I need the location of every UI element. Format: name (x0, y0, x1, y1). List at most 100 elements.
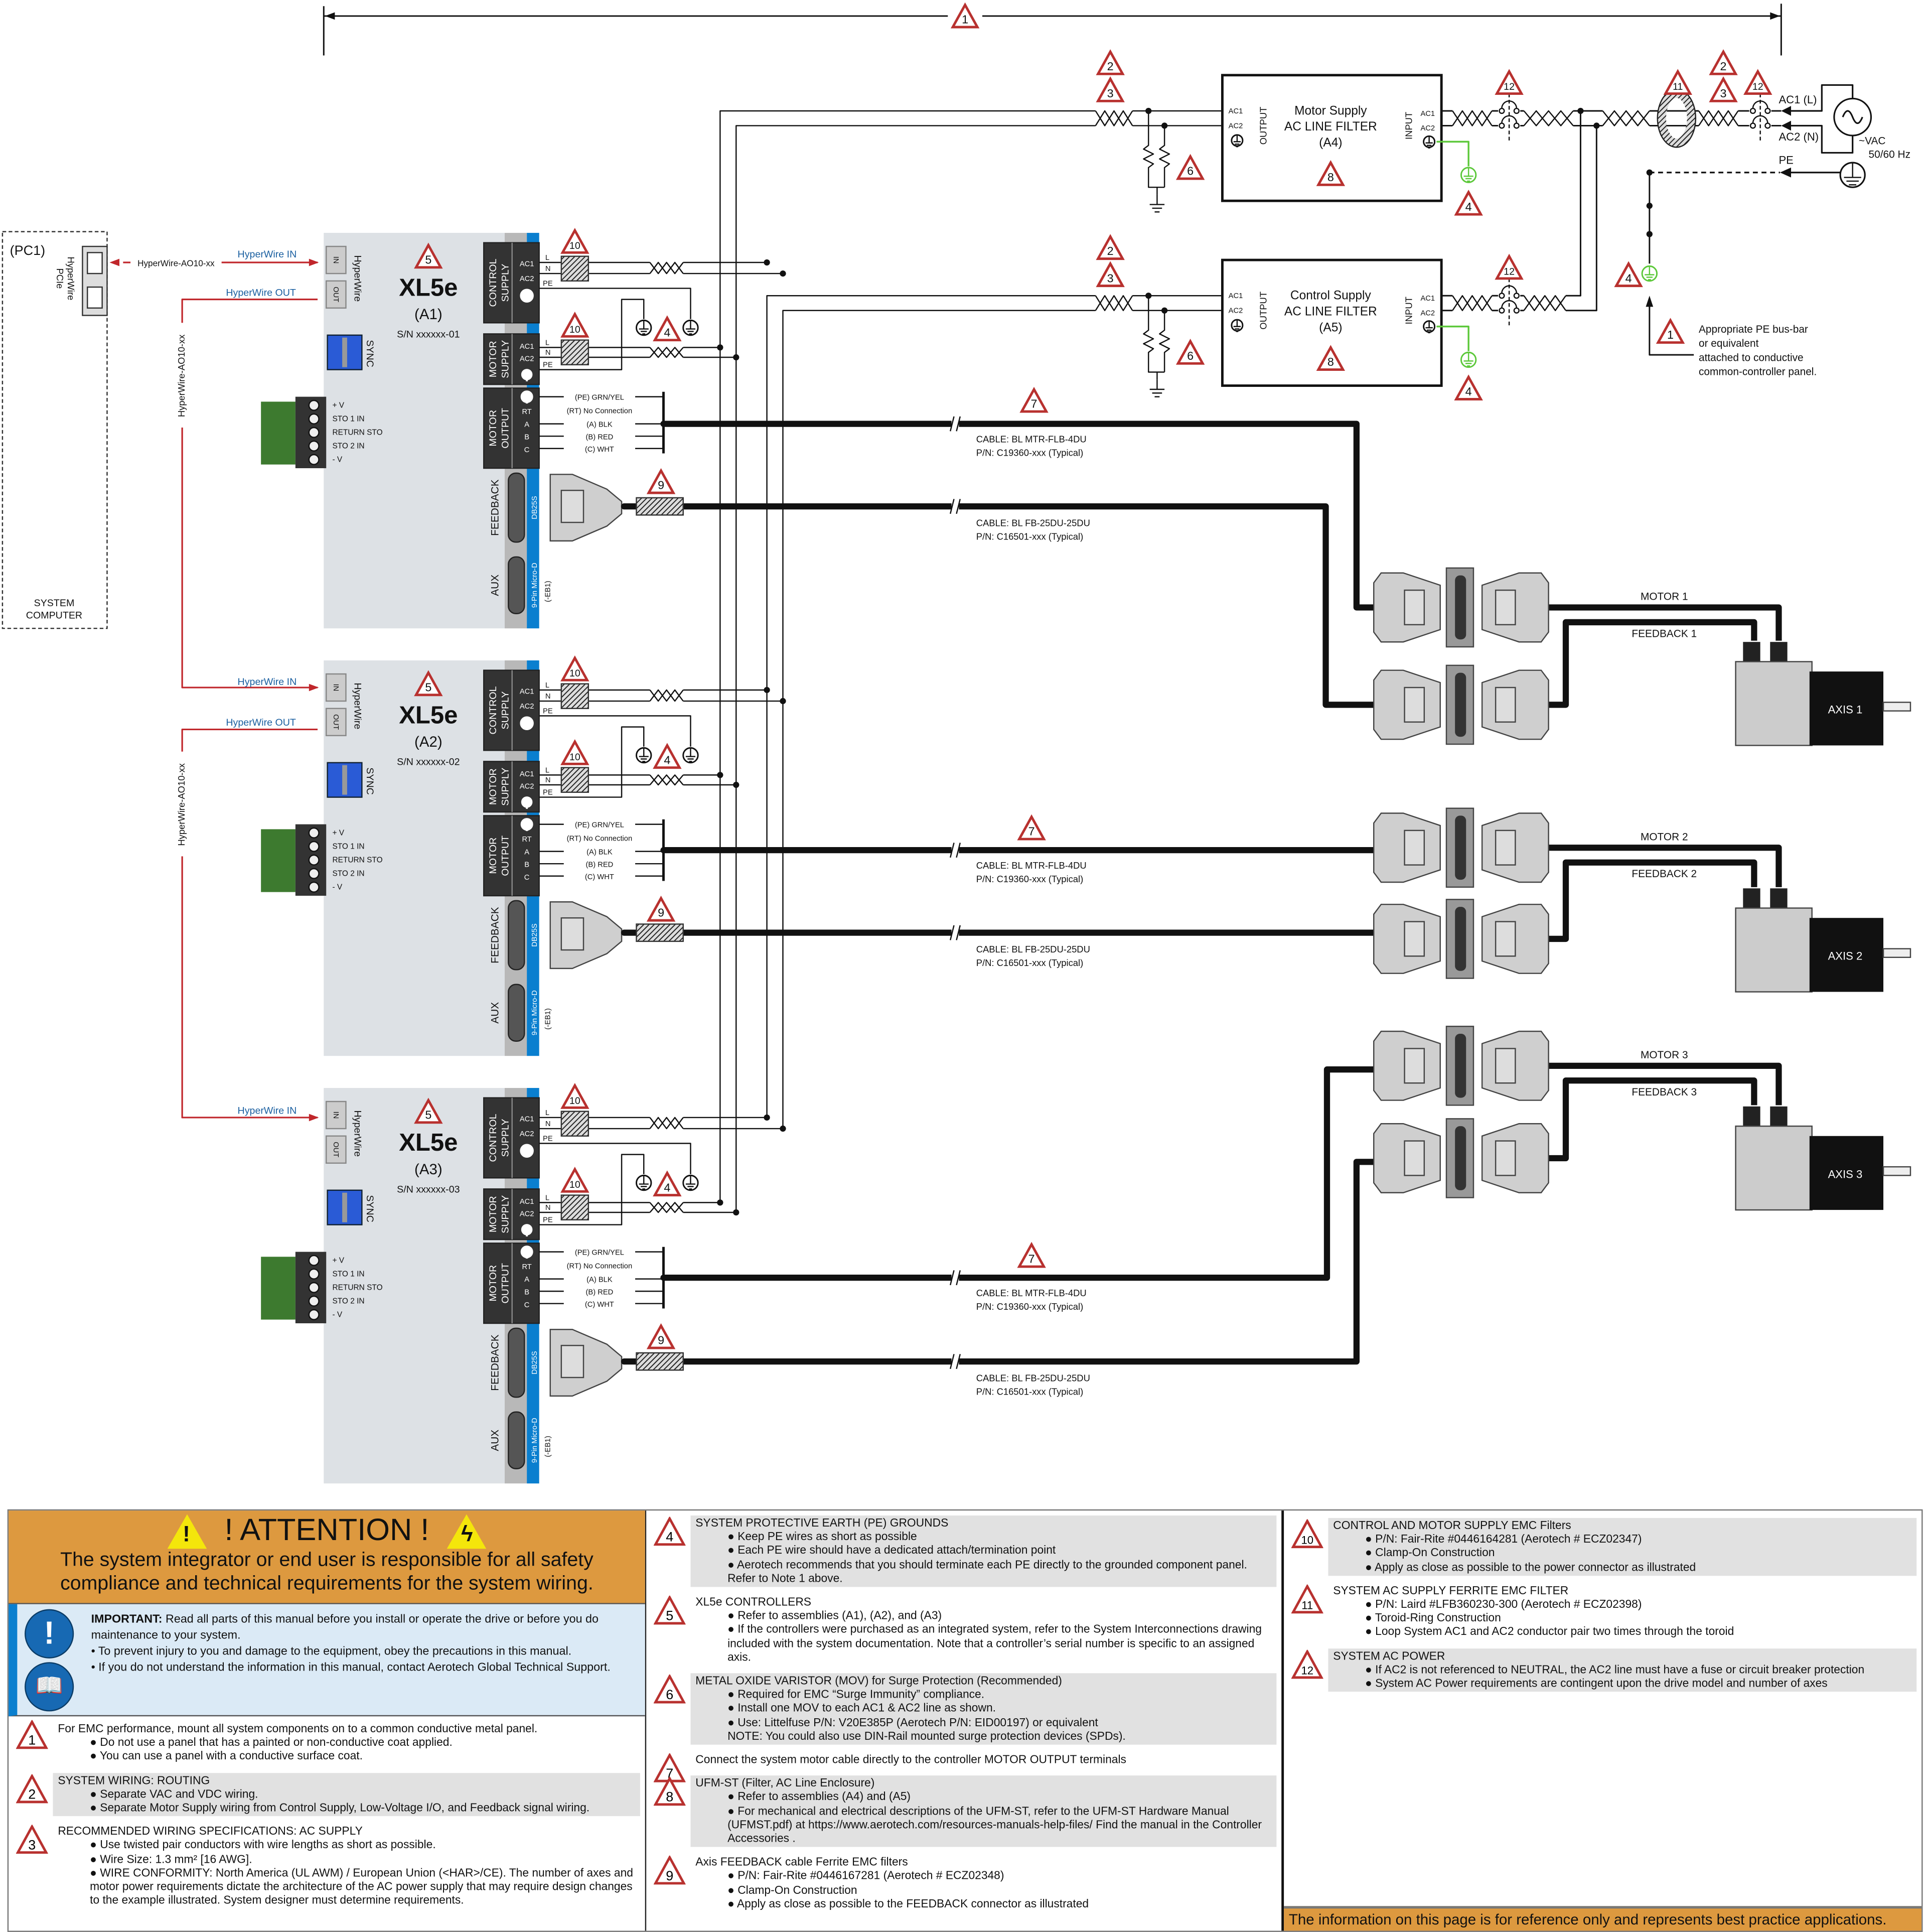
ground-icon (520, 390, 533, 404)
terminal-screw[interactable] (308, 427, 320, 438)
hyperwire-in-port[interactable] (325, 1100, 347, 1130)
terminal-ac1: AC1 (520, 687, 534, 696)
pcie-port-out[interactable] (86, 286, 103, 309)
terminal-screw[interactable] (308, 1268, 320, 1280)
sto-terminal-label: - V (332, 456, 342, 464)
terminal-screw[interactable] (308, 854, 320, 866)
cable-break-icon (949, 1354, 961, 1369)
callout-triangle (1096, 76, 1125, 102)
motor-cable-name: CABLE: BL MTR-FLB-4DU (976, 1288, 1087, 1298)
break-line (956, 416, 961, 432)
eb1-label: (-EB1) (544, 581, 552, 602)
aux-label: AUX (490, 1430, 501, 1451)
callout-triangle (653, 1170, 682, 1197)
aux-connector[interactable] (508, 984, 525, 1042)
aux-connector[interactable] (508, 556, 525, 614)
feedback-db25-connector[interactable] (508, 472, 525, 543)
terminal-screw[interactable] (308, 1282, 320, 1293)
ferrite-filter (560, 255, 589, 282)
controller-id: (A2) (414, 734, 442, 750)
note-title: METAL OXIDE VARISTOR (MOV) for Surge Pro… (695, 1674, 1062, 1687)
hyperwire-cable (181, 299, 318, 688)
motor-connector (1770, 642, 1788, 662)
note-number: 5 (666, 1608, 673, 1623)
callout-number: 2 (1107, 60, 1114, 73)
ac1-label: AC1 (L) (1779, 93, 1817, 106)
ground-icon (1460, 351, 1477, 368)
callout-triangle (1663, 69, 1692, 95)
terminal-block-label: SUPPLY (500, 263, 511, 302)
fuse-contact (1764, 122, 1771, 129)
twisted-pair (1698, 109, 1739, 128)
terminal-screw[interactable] (308, 868, 320, 879)
terminal-screw[interactable] (308, 1309, 320, 1320)
port-label: IN (332, 256, 340, 264)
terminal-a: A (524, 421, 529, 429)
cable-break-icon (949, 499, 961, 514)
twisted-wire (649, 1202, 684, 1213)
callout-triangle (1017, 1241, 1046, 1268)
terminal-ac1: AC1 (520, 770, 534, 778)
backshell-label-area (560, 917, 584, 951)
callout-triangle-icon: 5 (414, 242, 443, 269)
terminal-screw[interactable] (308, 454, 320, 465)
wire-label: N (545, 265, 551, 273)
fuse-contact (1513, 107, 1520, 114)
terminal-screw[interactable] (308, 440, 320, 452)
terminal-screw[interactable] (308, 413, 320, 425)
sto-terminal-label: STO 1 IN (332, 843, 364, 851)
note-number: 6 (666, 1687, 673, 1702)
hyperwire-in-port[interactable] (325, 245, 347, 274)
terminal-a: A (524, 1276, 529, 1284)
twisted-wire (1602, 110, 1650, 126)
callout-triangle-icon: 2 (1096, 49, 1125, 75)
terminal-screw[interactable] (308, 1255, 320, 1266)
motor-cable (1546, 1062, 1782, 1106)
label-gap (563, 391, 636, 402)
hyperwire-in-port[interactable] (325, 673, 347, 702)
callout-triangle-icon: 1 (1656, 318, 1685, 344)
motor-wire-label: (RT) No Connection (567, 1263, 633, 1271)
callout-triangle (1656, 318, 1685, 344)
terminal-screw[interactable] (308, 1295, 320, 1307)
terminal-rt: RT (522, 836, 531, 844)
aux-connector[interactable] (508, 1411, 525, 1469)
motor-output-wiring: (PE) GRN/YEL(RT) No Connection(A) BLK(B)… (539, 819, 665, 881)
ground-icon (636, 747, 652, 764)
port-label: OUT (332, 714, 340, 730)
hyperwire-out-port[interactable] (325, 280, 347, 309)
junction-dot (733, 781, 739, 788)
twisted-pair (1523, 109, 1574, 128)
callout-number: 11 (1673, 81, 1683, 92)
terminal-screw[interactable] (308, 827, 320, 839)
hyperwire-cable-label: HyperWire-AO10-xx (137, 258, 215, 268)
motor-body (1735, 1125, 1813, 1211)
fuse-contact (1749, 122, 1756, 129)
feedback-db25-connector[interactable] (508, 1327, 525, 1398)
note-bullet: ● Install one MOV to each AC1 & AC2 line… (727, 1702, 996, 1715)
important-lead: IMPORTANT: (91, 1612, 163, 1626)
callout-triangle-icon: 6 (1175, 339, 1205, 365)
wire-label: N (545, 349, 551, 357)
callout-triangle (414, 242, 443, 269)
twist-gap (1698, 109, 1738, 128)
pcie-port-in[interactable] (86, 252, 103, 274)
terminal-screw[interactable] (308, 881, 320, 893)
feedback-db25-connector[interactable] (508, 900, 525, 971)
hyperwire-out-port[interactable] (325, 708, 347, 737)
motor-label: MOTOR 2 (1641, 832, 1688, 843)
terminal-screw[interactable] (308, 399, 320, 411)
callout-triangle (560, 655, 589, 681)
hyperwire-out-port[interactable] (325, 1135, 347, 1164)
sync-port-divider (342, 337, 347, 367)
db25-label: DB25S (531, 923, 539, 947)
fuse-arc (1752, 115, 1768, 123)
terminal-screw[interactable] (308, 841, 320, 852)
terminal-block-label: CONTROL (488, 1114, 499, 1162)
